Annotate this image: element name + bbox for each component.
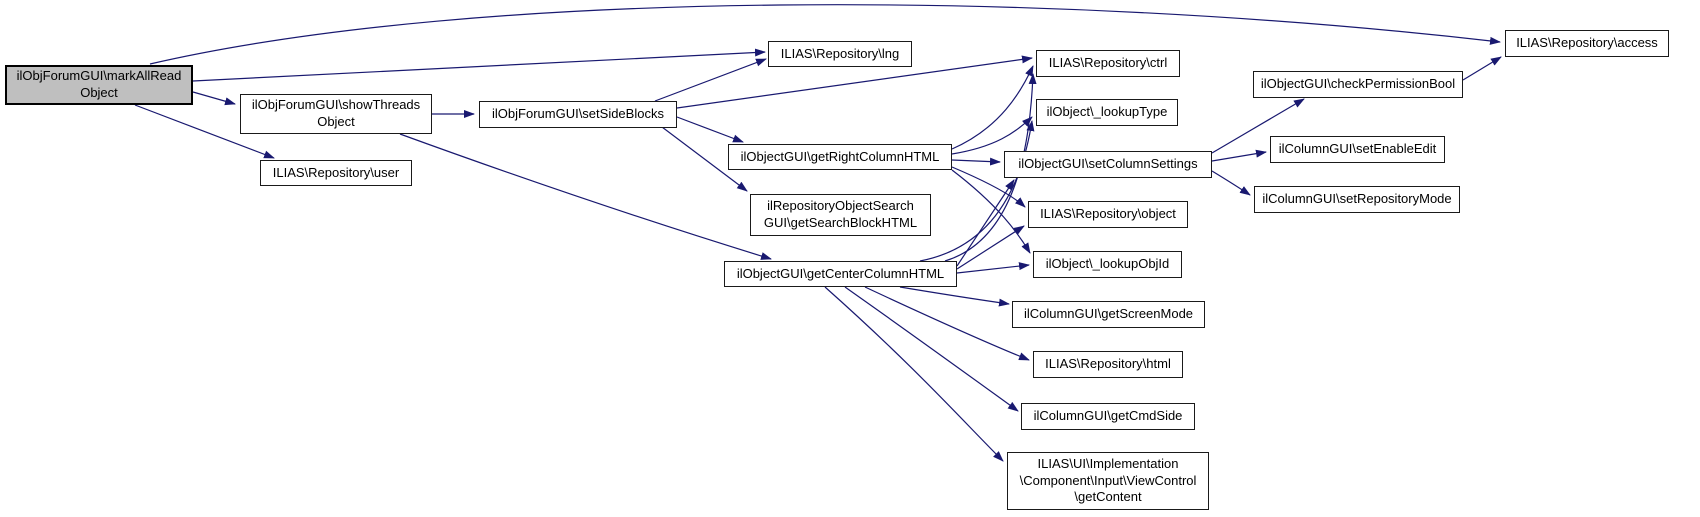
graph-node-label: ILIAS\Repository\lng	[780, 45, 900, 61]
edge-markAllRead-to-user	[134, 104, 275, 159]
graph-node-label: ilColumnGUI\getCmdSide	[1033, 408, 1183, 424]
graph-node-setRepositoryMode[interactable]: ilColumnGUI\setRepositoryMode	[1254, 186, 1460, 213]
edge-getCenterColumnHTML-to-lookupType	[919, 120, 1035, 262]
graph-node-getCmdSide[interactable]: ilColumnGUI\getCmdSide	[1021, 403, 1195, 430]
edge-setSideBlocks-to-ctrl	[676, 55, 1033, 109]
graph-node-label: ilObject\_lookupObjId	[1045, 256, 1170, 272]
edge-getCenterColumnHTML-to-getScreenMode	[899, 286, 1010, 307]
graph-node-label: ilObjectGUI\setColumnSettings	[1018, 156, 1198, 172]
graph-node-label: ilObjectGUI\checkPermissionBool	[1260, 76, 1456, 92]
edge-setSideBlocks-to-lng	[654, 58, 767, 102]
edge-checkPermissionBool-to-access	[1462, 56, 1502, 81]
edge-markAllRead-to-access	[149, 4, 1501, 65]
graph-node-label: ilObjectGUI\getCenterColumnHTML	[736, 265, 945, 281]
graph-node-lookupType[interactable]: ilObject\_lookupType	[1036, 99, 1178, 126]
edge-markAllRead-to-lng	[192, 48, 766, 82]
graph-node-label: ILIAS\Repository\user	[272, 164, 400, 180]
graph-node-getCenterColumnHTML[interactable]: ilObjectGUI\getCenterColumnHTML	[724, 261, 957, 287]
edge-setSideBlocks-to-getRightColumnHTML	[676, 116, 744, 143]
graph-node-getScreenMode[interactable]: ilColumnGUI\getScreenMode	[1012, 301, 1205, 328]
graph-node-setColumnSettings[interactable]: ilObjectGUI\setColumnSettings	[1004, 151, 1212, 178]
edge-getCenterColumnHTML-to-getContent	[824, 286, 1004, 462]
edge-setColumnSettings-to-setRepositoryMode	[1211, 170, 1251, 196]
graph-node-lng[interactable]: ILIAS\Repository\lng	[768, 41, 912, 67]
graph-node-checkPermissionBool[interactable]: ilObjectGUI\checkPermissionBool	[1253, 71, 1463, 98]
graph-node-label: ILIAS\Repository\object	[1040, 206, 1176, 222]
graph-node-ctrl[interactable]: ILIAS\Repository\ctrl	[1036, 50, 1180, 77]
graph-node-lookupObjId[interactable]: ilObject\_lookupObjId	[1033, 251, 1182, 278]
edge-getCenterColumnHTML-to-object	[956, 225, 1025, 270]
graph-node-label: ILIAS\Repository\html	[1045, 356, 1171, 372]
graph-node-label: ilObject\_lookupType	[1046, 104, 1168, 120]
edge-getRightColumnHTML-to-lookupObjId	[951, 169, 1031, 254]
graph-node-label: ilObjForumGUI\markAllRead Object	[16, 68, 182, 100]
graph-node-user[interactable]: ILIAS\Repository\user	[260, 160, 412, 186]
graph-node-getRightColumnHTML[interactable]: ilObjectGUI\getRightColumnHTML	[728, 144, 952, 170]
edge-showThreads-to-getCenterColumnHTML	[399, 133, 772, 260]
graph-node-showThreads[interactable]: ilObjForumGUI\showThreads Object	[240, 94, 432, 134]
graph-node-label: ilRepositoryObjectSearch GUI\getSearchBl…	[763, 198, 918, 230]
graph-node-label: ilColumnGUI\getScreenMode	[1023, 306, 1194, 322]
graph-node-label: ilObjectGUI\getRightColumnHTML	[740, 148, 940, 164]
edge-setColumnSettings-to-setEnableEdit	[1211, 149, 1267, 162]
graph-node-label: ilColumnGUI\setRepositoryMode	[1262, 191, 1452, 207]
graph-node-setEnableEdit[interactable]: ilColumnGUI\setEnableEdit	[1270, 136, 1445, 163]
graph-node-access[interactable]: ILIAS\Repository\access	[1505, 30, 1669, 57]
edge-getCenterColumnHTML-to-setColumnSettings	[956, 179, 1015, 267]
graph-node-getContent[interactable]: ILIAS\UI\Implementation \Component\Input…	[1007, 452, 1209, 510]
graph-node-markAllRead[interactable]: ilObjForumGUI\markAllRead Object	[5, 65, 193, 105]
edge-setColumnSettings-to-checkPermissionBool	[1211, 98, 1305, 154]
graph-node-object[interactable]: ILIAS\Repository\object	[1028, 201, 1188, 228]
edge-getRightColumnHTML-to-ctrl	[951, 65, 1034, 150]
graph-node-setSideBlocks[interactable]: ilObjForumGUI\setSideBlocks	[479, 101, 677, 128]
graph-node-label: ilObjForumGUI\showThreads Object	[251, 97, 421, 129]
edge-getCenterColumnHTML-to-lookupObjId	[956, 262, 1030, 274]
graph-node-label: ilObjForumGUI\setSideBlocks	[492, 106, 664, 122]
edge-getCenterColumnHTML-to-getCmdSide	[844, 286, 1019, 412]
graph-node-label: ilColumnGUI\setEnableEdit	[1278, 141, 1437, 157]
graph-node-getSearchBlockHTML[interactable]: ilRepositoryObjectSearch GUI\getSearchBl…	[750, 194, 931, 236]
graph-node-html[interactable]: ILIAS\Repository\html	[1033, 351, 1183, 378]
edge-getCenterColumnHTML-to-html	[864, 286, 1030, 361]
graph-node-label: ILIAS\UI\Implementation \Component\Input…	[1019, 456, 1197, 505]
edge-getRightColumnHTML-to-object	[951, 166, 1026, 208]
edge-getRightColumnHTML-to-setColumnSettings	[951, 157, 1001, 166]
graph-node-label: ILIAS\Repository\ctrl	[1048, 55, 1168, 71]
edge-setSideBlocks-to-getSearchBlockHTML	[661, 126, 748, 192]
graph-node-label: ILIAS\Repository\access	[1516, 35, 1658, 51]
edge-markAllRead-to-showThreads	[192, 91, 236, 106]
